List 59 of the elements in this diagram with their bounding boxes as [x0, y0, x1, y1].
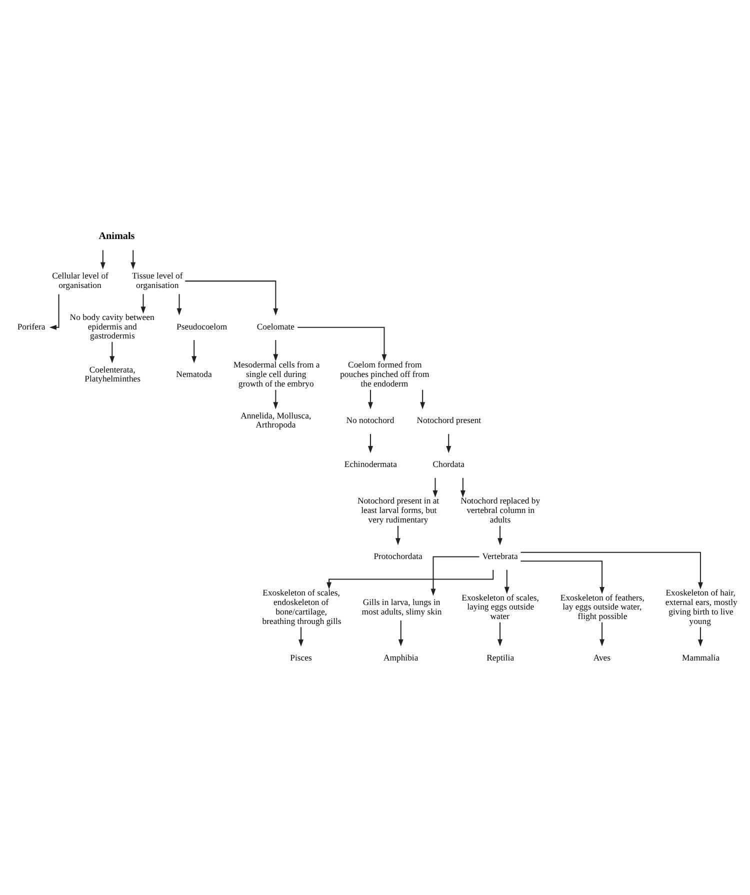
arrow: [298, 627, 304, 647]
arrow: [368, 390, 373, 410]
node-text: Vertebrata: [482, 551, 518, 562]
node-text: Exoskeleton of hair, external ears, mostly giving birth to live young: [665, 588, 738, 626]
node-text: Exoskeleton of feathers, lay eggs outside water, flight possible: [560, 592, 644, 622]
arrow: [140, 294, 146, 314]
arrow: [110, 342, 115, 364]
node-text: Notochord present: [416, 414, 482, 425]
node-text: Nematoda: [176, 369, 212, 380]
node-text: Porifera: [17, 321, 46, 332]
arrow: [49, 294, 60, 330]
node-text: Coelomate: [256, 321, 294, 332]
arrow: [420, 390, 426, 410]
arrow: [273, 340, 278, 362]
arrow: [130, 250, 136, 270]
arrow: [176, 294, 182, 316]
arrow: [600, 622, 605, 646]
arrow: [520, 552, 703, 590]
node-text: Annelida, Mollusca, Arthropoda: [240, 410, 312, 430]
node-text: Notochord present in at least larval forms, but very rudimentary: [357, 496, 440, 524]
node-text: Echinodermata: [344, 459, 397, 470]
node-text: Exoskeleton of scales, laying eggs outside water: [462, 592, 539, 622]
node-text: Pseudocoelom: [176, 321, 228, 332]
arrow: [498, 526, 502, 546]
node-text: Reptilia: [486, 652, 514, 662]
arrow: [698, 627, 703, 647]
arrow: [273, 390, 278, 410]
node-text: Animals: [98, 230, 135, 242]
node-text: Pisces: [290, 652, 312, 662]
node-text: Coelom formed from pouches pinched off from the endoderm: [340, 360, 430, 388]
node-text: Gills in larva, lungs in most adults, slimy skin: [362, 596, 442, 616]
node-text: Notochord replaced by vertebral column in adults: [460, 496, 540, 524]
node-text: Mammalia: [682, 652, 720, 662]
node-text: Amphibia: [384, 652, 418, 662]
node-text: Coelenterata, Platyhelminthes: [84, 364, 141, 384]
arrow: [498, 622, 502, 646]
arrow: [430, 556, 480, 596]
node-text: Aves: [593, 652, 611, 662]
arrow: [460, 478, 466, 498]
arrow: [326, 570, 494, 590]
arrow: [504, 570, 510, 594]
arrow: [446, 434, 452, 454]
arrow: [368, 434, 373, 454]
arrow: [520, 560, 605, 594]
arrow: [432, 478, 438, 498]
arrow: [185, 280, 278, 316]
arrow: [298, 326, 387, 362]
arrow: [192, 340, 197, 364]
node-text: Exoskeleton of scales, endoskeleton of bone/cartilage, breathing through gills: [262, 588, 342, 626]
arrow: [398, 620, 404, 646]
node-text: Protochordata: [374, 551, 422, 562]
node-text: Chordata: [432, 459, 465, 470]
node-text: No body cavity between epidermis and gastrodermis: [70, 312, 154, 341]
arrow: [100, 250, 106, 270]
node-text: No notochord: [346, 414, 394, 425]
arrow: [396, 526, 400, 546]
node-text: Mesodermal cells from a single cell during growth of the embryo: [233, 360, 320, 388]
node-text: Tissue level of organisation: [132, 270, 183, 290]
node-text: Cellular level of organisation: [52, 270, 108, 290]
